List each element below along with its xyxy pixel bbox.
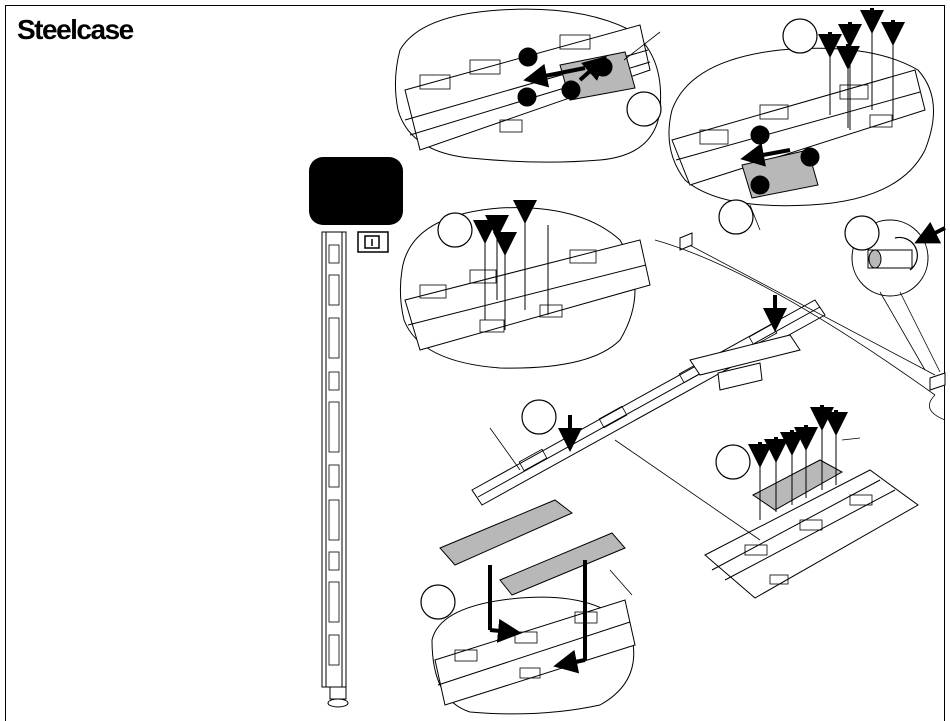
clip-icon <box>358 232 388 252</box>
detail-view-top-center <box>395 9 660 162</box>
detail-view-bottom-center <box>432 500 635 714</box>
part-badge <box>309 157 403 225</box>
step-callout-circle <box>438 213 472 247</box>
step-callout-circle <box>719 200 753 234</box>
step-callout-circle <box>783 19 817 53</box>
spine-column <box>322 232 348 707</box>
step-callout-circle <box>522 400 556 434</box>
step-callout-circle <box>716 445 750 479</box>
detail-view-bottom-right <box>615 405 918 598</box>
step-callout-circle <box>421 585 455 619</box>
step-callout-circle <box>627 92 661 126</box>
detail-view-middle-left <box>400 200 650 368</box>
step-callout-circle <box>845 216 879 250</box>
